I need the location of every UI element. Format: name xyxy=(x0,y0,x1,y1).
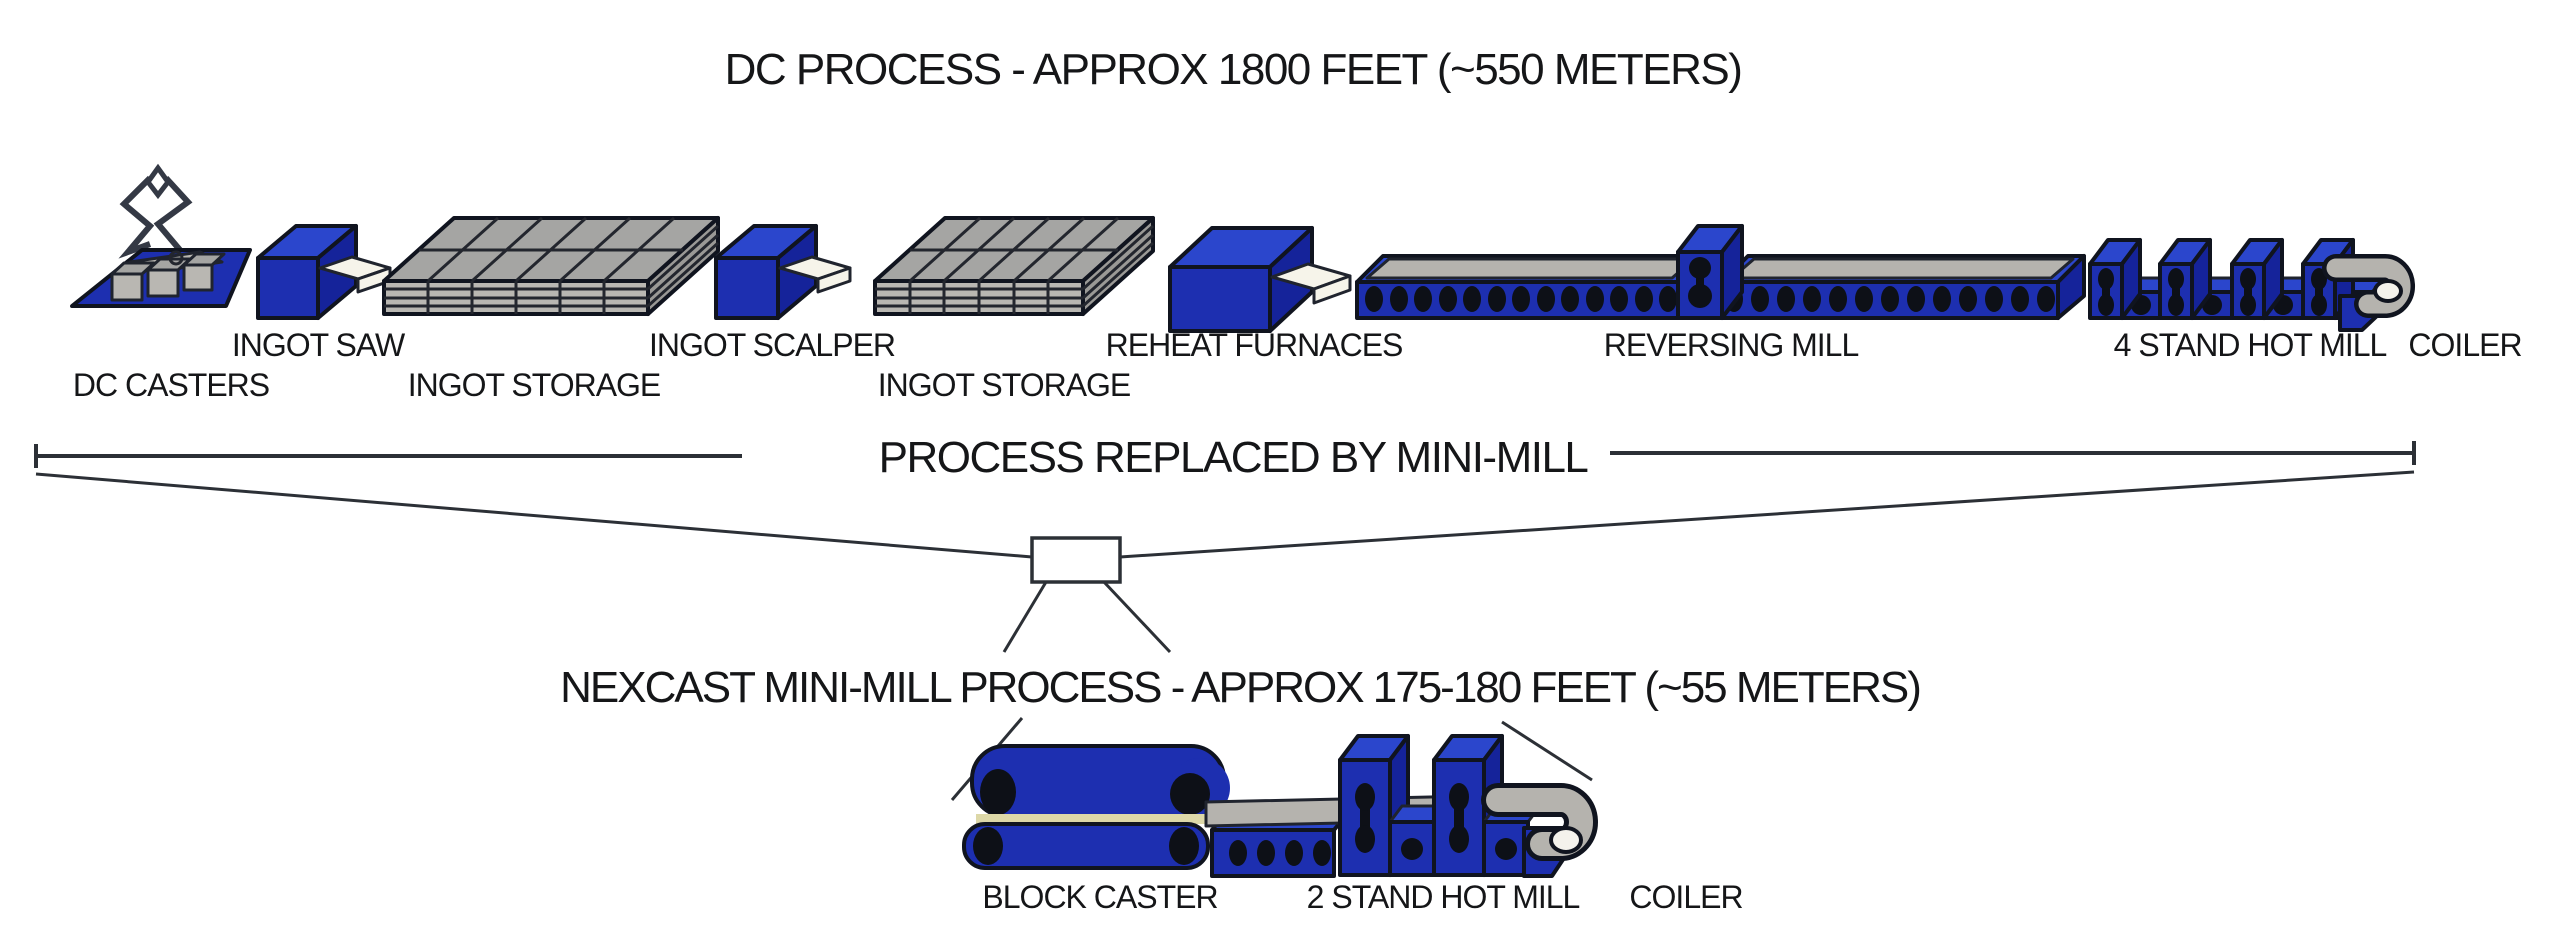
station-coiler-top xyxy=(2322,254,2416,332)
station-block-caster xyxy=(962,744,1230,870)
station-coiler-bottom xyxy=(1481,783,1598,878)
station-ingot-saw xyxy=(256,224,392,320)
block-caster-icon xyxy=(962,744,1230,870)
ingot-scalper-icon xyxy=(714,224,852,320)
label-4-stand-hot-mill: 4 STAND HOT MILL xyxy=(2114,327,2387,363)
label-2-stand-hot-mill: 2 STAND HOT MILL xyxy=(1307,879,1580,915)
top-process-title: DC PROCESS - APPROX 1800 FEET (~550 METE… xyxy=(725,45,1742,94)
dc-casters-icon xyxy=(70,248,252,308)
station-ingot-storage-2 xyxy=(873,216,1155,316)
hot-mill-stands-icon xyxy=(2088,238,2386,320)
label-coiler-top: COILER xyxy=(2408,327,2521,363)
label-coiler-bottom: COILER xyxy=(1629,879,1742,915)
label-block-caster: BLOCK CASTER xyxy=(982,879,1217,915)
label-dc-casters: DC CASTERS xyxy=(73,367,269,403)
ingot-saw-icon xyxy=(256,224,392,320)
ingot-storage-icon xyxy=(382,216,720,316)
replacement-note: PROCESS REPLACED BY MINI-MILL xyxy=(879,433,1589,482)
ingot-storage-icon xyxy=(873,216,1155,316)
station-dc-casters xyxy=(70,163,252,308)
station-4-stand-hot-mill xyxy=(2088,238,2386,320)
bottom-process-title: NEXCAST MINI-MILL PROCESS - APPROX 175-1… xyxy=(560,663,1920,712)
reheat-furnace-icon xyxy=(1168,226,1352,333)
label-ingot-scalper: INGOT SCALPER xyxy=(649,327,895,363)
label-ingot-storage-2: INGOT STORAGE xyxy=(878,367,1131,403)
coiler-icon xyxy=(1481,783,1598,878)
two-stand-hot-mill-icon xyxy=(1338,734,1542,877)
replacement-bracket xyxy=(34,441,2416,801)
station-ingot-scalper xyxy=(714,224,852,320)
station-ingot-storage-1 xyxy=(382,216,720,316)
reversing-mill-icon xyxy=(1355,224,2086,320)
station-2-stand-hot-mill xyxy=(1338,734,1542,877)
label-ingot-storage-1: INGOT STORAGE xyxy=(408,367,661,403)
label-reversing-mill: REVERSING MILL xyxy=(1604,327,1859,363)
label-reheat-furnaces: REHEAT FURNACES xyxy=(1106,327,1403,363)
zoom-box xyxy=(1030,536,1122,584)
label-ingot-saw: INGOT SAW xyxy=(232,327,406,363)
coiler-icon xyxy=(2322,254,2416,332)
caster-crane-icon xyxy=(118,163,193,261)
station-reheat-furnaces xyxy=(1168,226,1352,333)
station-reversing-mill xyxy=(1355,224,2086,320)
